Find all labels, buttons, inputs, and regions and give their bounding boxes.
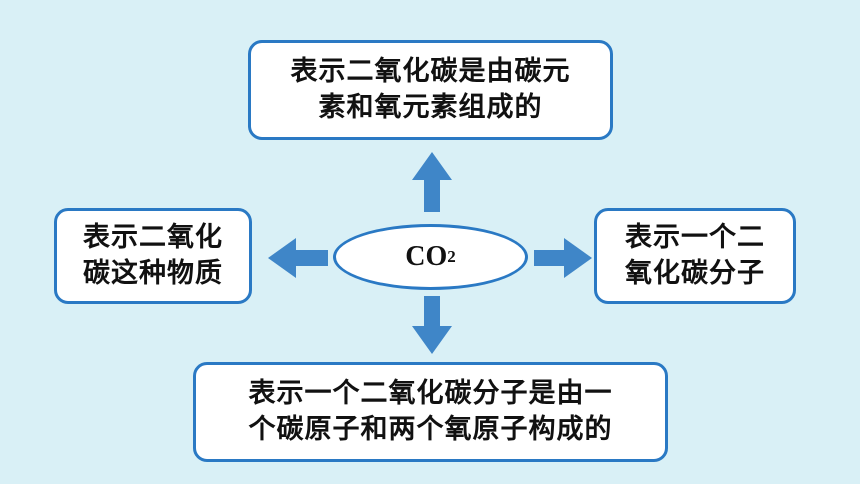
formula-subscript: 2 <box>447 247 456 266</box>
formula-main: CO <box>405 241 448 272</box>
right-line-1: 表示一个二 <box>625 222 765 253</box>
arrow-up-icon <box>412 152 452 212</box>
right-line-2: 氧化碳分子 <box>625 258 765 289</box>
arrow-left-icon <box>268 238 328 278</box>
meaning-substance-box: 表示二氧化 碳这种物质 <box>54 208 252 304</box>
arrow-right-icon <box>534 238 592 278</box>
top-line-2: 素和氧元素组成的 <box>318 92 543 123</box>
meaning-molecule-box: 表示一个二 氧化碳分子 <box>594 208 796 304</box>
left-line-1: 表示二氧化 <box>83 222 223 253</box>
meaning-composition-box: 表示二氧化碳是由碳元 素和氧元素组成的 <box>248 40 613 140</box>
meaning-molecule-structure-box: 表示一个二氧化碳分子是由一 个碳原子和两个氧原子构成的 <box>193 362 668 462</box>
bottom-line-2: 个碳原子和两个氧原子构成的 <box>248 414 613 445</box>
top-line-1: 表示二氧化碳是由碳元 <box>290 56 571 87</box>
bottom-line-1: 表示一个二氧化碳分子是由一 <box>248 378 613 409</box>
left-line-2: 碳这种物质 <box>83 258 223 289</box>
arrow-down-icon <box>412 296 452 354</box>
